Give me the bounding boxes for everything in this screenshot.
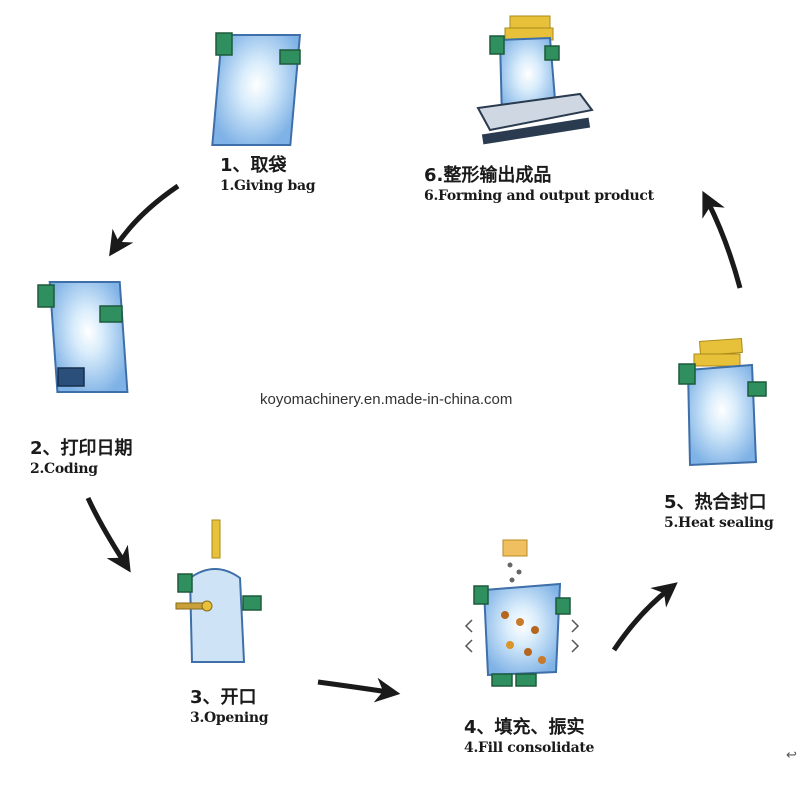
step6-label-en: 6.Forming and output product [424,188,654,204]
arrow-step5-to-6 [702,190,743,289]
step5-label-zh: 5、热合封口 [664,492,767,513]
step6-label: 6.整形输出成品 6.Forming and output product [424,165,654,205]
step2-label-en: 2.Coding [30,461,98,477]
step3-label-zh: 3、开口 [190,687,257,708]
step3-label-en: 3.Opening [190,710,269,726]
step1-label-zh: 1、取袋 [220,155,287,176]
step2-label-zh: 2、打印日期 [30,438,133,459]
step1-label-en: 1.Giving bag [220,178,316,194]
bag-step2-icon [37,281,129,393]
step4-label: 4、填充、振实 4.Fill consolidate [464,717,594,757]
step1-label: 1、取袋 1.Giving bag [220,155,316,195]
corner-return-icon: ↩ [786,748,797,763]
step3-label: 3、开口 3.Opening [190,687,269,727]
step4-label-zh: 4、填充、振实 [464,717,585,738]
arrow-step3-to-4 [317,677,401,703]
step2-label: 2、打印日期 2.Coding [30,438,133,478]
bag-step4-icon [464,539,580,687]
bag-step5-icon [678,337,767,467]
step5-label: 5、热合封口 5.Heat sealing [664,492,774,532]
arrow-step2-to-3 [85,496,131,573]
arrow-step1-to-2 [109,183,180,257]
step5-label-en: 5.Heat sealing [664,515,774,531]
step6-label-zh: 6.整形输出成品 [424,165,552,186]
bag-step3-icon [175,519,262,663]
arrow-step4-to-5 [611,582,678,652]
step4-label-en: 4.Fill consolidate [464,740,595,756]
bag-step6-icon [476,15,594,145]
bag-step1-icon [211,32,302,146]
watermark-text: koyomachinery.en.made-in-china.com [260,391,513,408]
